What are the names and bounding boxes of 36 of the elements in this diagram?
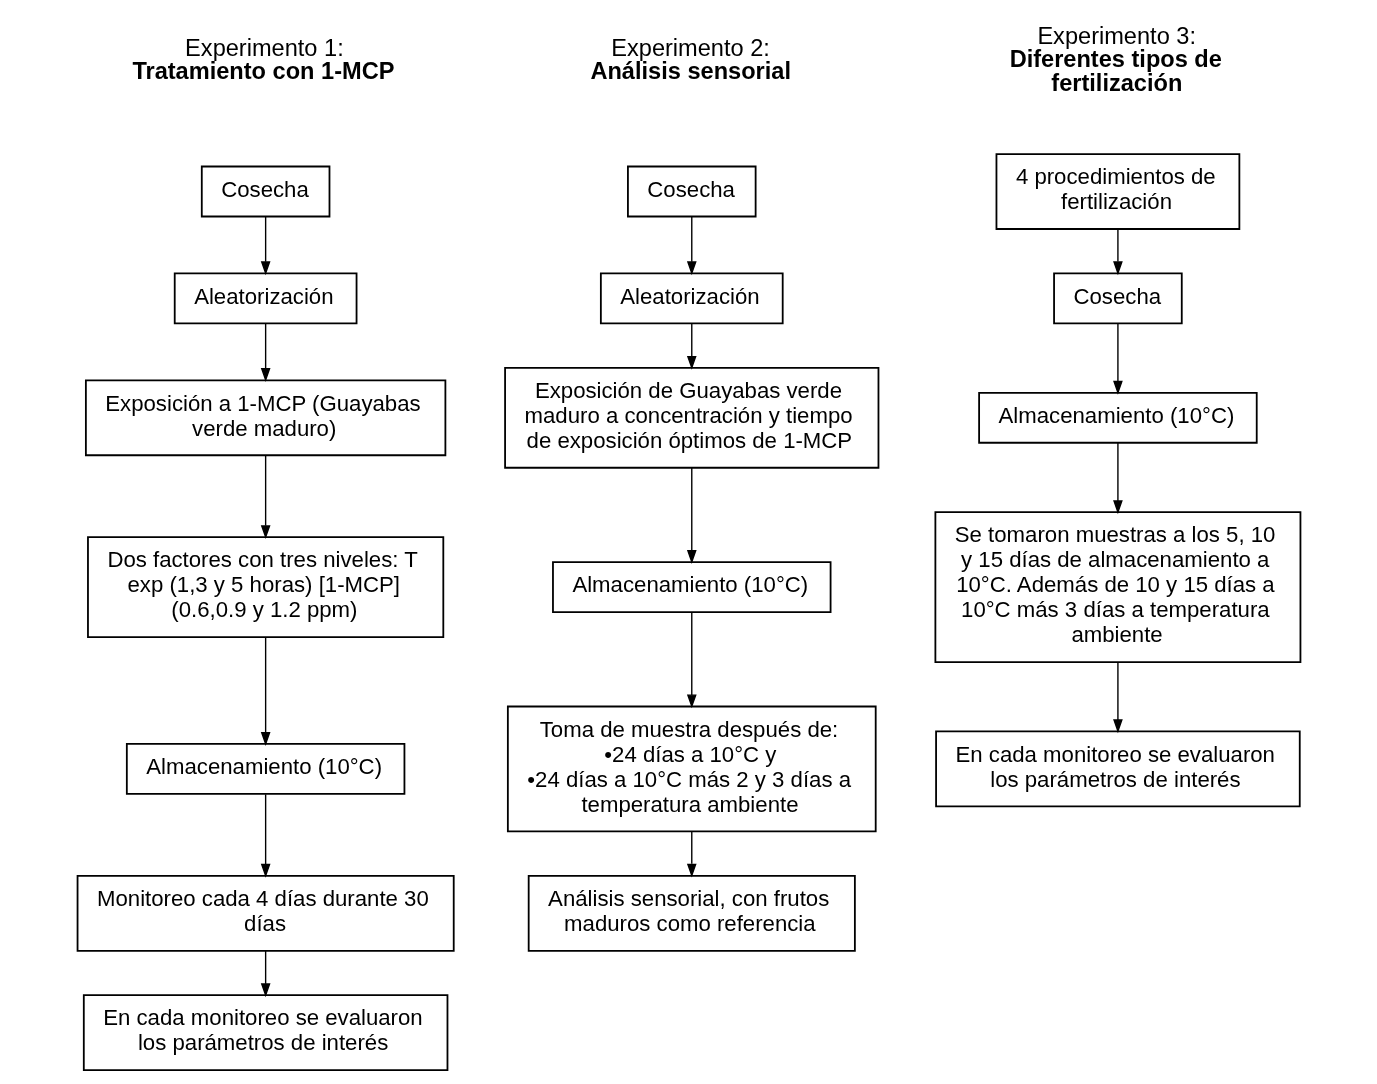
arrow <box>686 611 697 709</box>
node-box: Se tomaron muestras a los 5, 10 y 15 días de almacenamiento a 10°C. Además de 10 y 15 días a 10°C más 3 días a temperatura ambiente <box>934 511 1301 663</box>
arrow <box>260 215 270 276</box>
node-box: Toma de muestra después de: •24 días a 10°C y •24 días a 10°C más 2 y 3 días a temperatura ambiente <box>506 705 877 833</box>
arrow <box>1112 228 1123 276</box>
arrow <box>260 323 270 382</box>
arrow <box>686 467 697 564</box>
node-box: Cosecha <box>1052 272 1183 325</box>
node-box: En cada monitoreo se evaluaron los parámetros de interés <box>82 994 448 1072</box>
node-box: Exposición a 1-MCP (Guayabas verde maduro) <box>84 379 446 457</box>
node-box: Almacenamiento (10°C) <box>551 561 831 613</box>
node-box: 4 procedimientos de fertilización <box>995 153 1240 230</box>
arrow <box>260 454 270 540</box>
arrow <box>686 830 697 878</box>
label: Experimento 2: <box>610 34 770 61</box>
node-box: Aleatorización <box>173 272 357 325</box>
arrow <box>260 950 270 998</box>
node-box: Cosecha <box>200 165 330 218</box>
node-box: Análisis sensorial, con frutos maduros como referencia <box>527 874 856 952</box>
node-box: Monitoreo cada 4 días durante 30 días <box>76 874 455 952</box>
arrow <box>260 793 270 878</box>
arrow <box>1112 323 1123 395</box>
arrow <box>686 215 697 276</box>
arrow <box>1112 442 1123 515</box>
arrow <box>1112 661 1123 734</box>
node-box: Aleatorización <box>599 272 784 325</box>
node-box: Exposición de Guayabas verde maduro a concentración y tiempo de exposición óptimos de 1-MCP <box>503 366 879 469</box>
node-box: Dos factores con tres niveles: T exp (1,3 y 5 horas) [1-MCP] (0.6,0.9 y 1.2 ppm) <box>86 536 444 638</box>
node-box: Cosecha <box>626 165 757 218</box>
label: Experimento 3: <box>1036 22 1196 49</box>
node-box: Almacenamiento (10°C) <box>977 391 1258 444</box>
node-box: En cada monitoreo se evaluaron los parámetros de interés <box>934 730 1301 808</box>
arrow <box>260 636 270 746</box>
node-box: Almacenamiento (10°C) <box>125 743 405 795</box>
arrow <box>686 323 697 370</box>
label: Experimento 1: <box>184 34 344 61</box>
